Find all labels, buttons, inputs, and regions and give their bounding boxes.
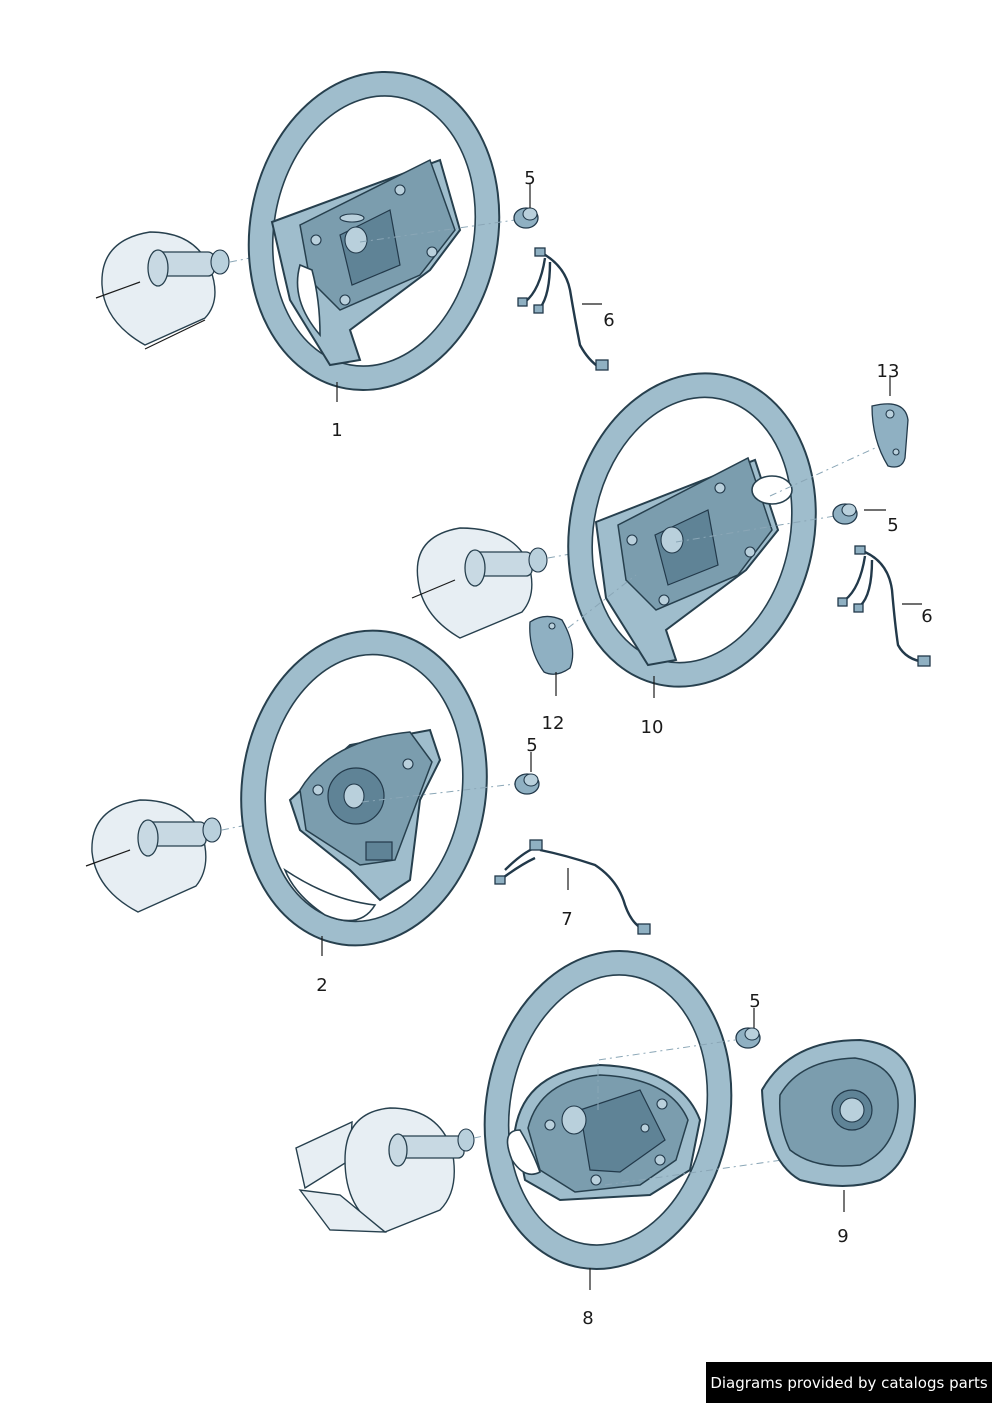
assembly-steering-wheel-1 (95, 70, 609, 402)
airbag-module-9 (760, 1038, 917, 1187)
callout-12: 12 (542, 713, 565, 734)
callout-1: 1 (331, 420, 342, 441)
callout-10: 10 (641, 717, 664, 738)
switch-module-13 (871, 403, 909, 468)
callout-6-top: 6 (603, 310, 614, 331)
bolt-5b (832, 503, 858, 525)
assembly-steering-wheel-8 (295, 950, 917, 1290)
steering-column-8 (295, 1107, 475, 1233)
wiring-harness-6a (517, 247, 609, 371)
steering-wheel-8 (483, 950, 733, 1270)
bolt-5c (514, 773, 540, 795)
callout-6-second: 6 (921, 606, 932, 627)
steering-wheel-2 (240, 629, 488, 947)
callout-7: 7 (561, 909, 572, 930)
footer-banner: Diagrams provided by catalogs parts (706, 1362, 992, 1403)
footer-text: Diagrams provided by catalogs parts (710, 1373, 988, 1392)
steering-wheel-1 (247, 70, 501, 392)
steering-column-2 (85, 799, 222, 913)
steering-column-10 (411, 527, 548, 639)
callout-5-second: 5 (887, 515, 898, 536)
callout-2: 2 (316, 975, 327, 996)
callout-13: 13 (877, 361, 900, 382)
callout-8: 8 (582, 1308, 593, 1329)
assembly-steering-wheel-2 (85, 629, 651, 956)
switch-module-12 (529, 615, 574, 675)
bolt-5d (735, 1027, 761, 1049)
steering-column-1 (95, 231, 230, 350)
callout-5-third: 5 (526, 735, 537, 756)
callout-5-top: 5 (524, 168, 535, 189)
bolt-5a (513, 207, 539, 229)
assembly-steering-wheel-10 (411, 372, 931, 698)
wiring-harness-7 (494, 839, 651, 935)
steering-wheel-10 (567, 372, 817, 688)
wiring-harness-6b (837, 545, 931, 667)
callout-9: 9 (837, 1226, 848, 1247)
callout-5-bottom: 5 (749, 991, 760, 1012)
